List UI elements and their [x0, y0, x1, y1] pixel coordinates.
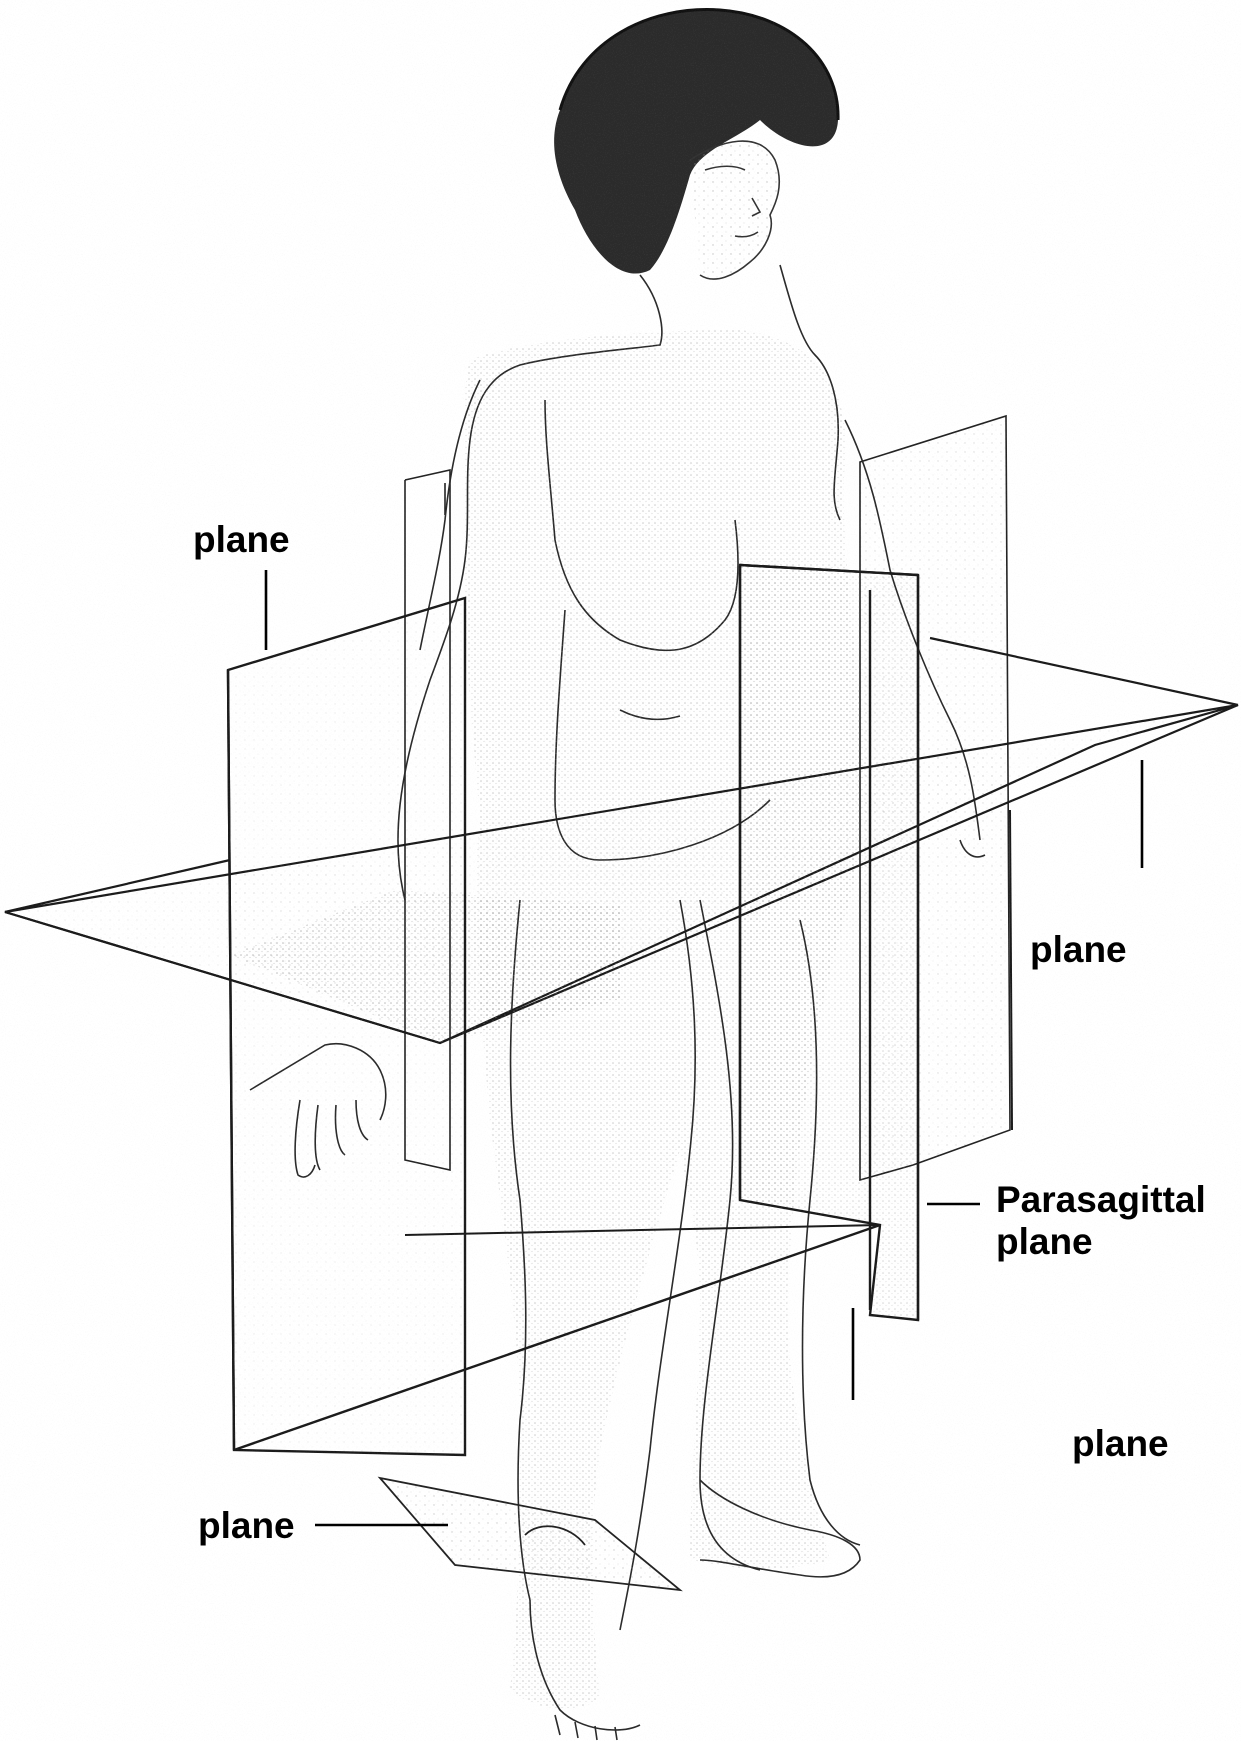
label-plane-bottom-right: plane [1072, 1424, 1169, 1464]
label-plane-right: plane [1030, 930, 1127, 970]
label-plane-bottom-left: plane [198, 1506, 295, 1546]
label-parasagittal-plane: Parasagittal plane [996, 1179, 1206, 1263]
label-plane-top-left: plane [193, 520, 290, 560]
